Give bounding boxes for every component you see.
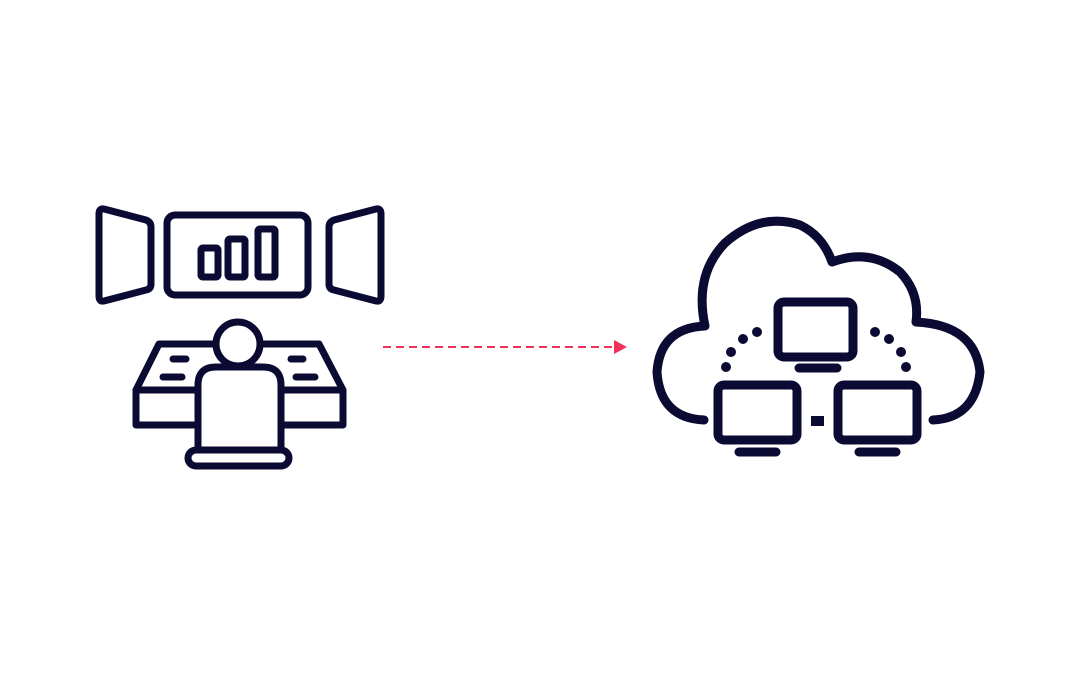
monitor-bottom-right-icon [833, 380, 922, 457]
dashed-arrow-icon [383, 340, 627, 354]
cloud-network-icon [652, 216, 985, 457]
monitor-bottom-left-icon [713, 380, 802, 457]
monitor-top-icon [773, 297, 858, 373]
center-dashboard-screen-icon [163, 211, 312, 299]
connection-dots-right [870, 327, 911, 372]
bar-chart-bar [197, 244, 222, 281]
left-side-screen-icon [95, 205, 155, 305]
control-desk-icon [132, 340, 347, 429]
bar-chart-bar [224, 235, 249, 281]
cloud-outline [652, 216, 985, 425]
right-side-screen-icon [325, 205, 385, 305]
operator-person-icon [184, 318, 293, 470]
control-room-operator-icon [95, 205, 385, 470]
bar-chart-bar [254, 225, 279, 281]
monitor-link-icon [811, 416, 824, 426]
connection-dots-left [721, 327, 762, 372]
